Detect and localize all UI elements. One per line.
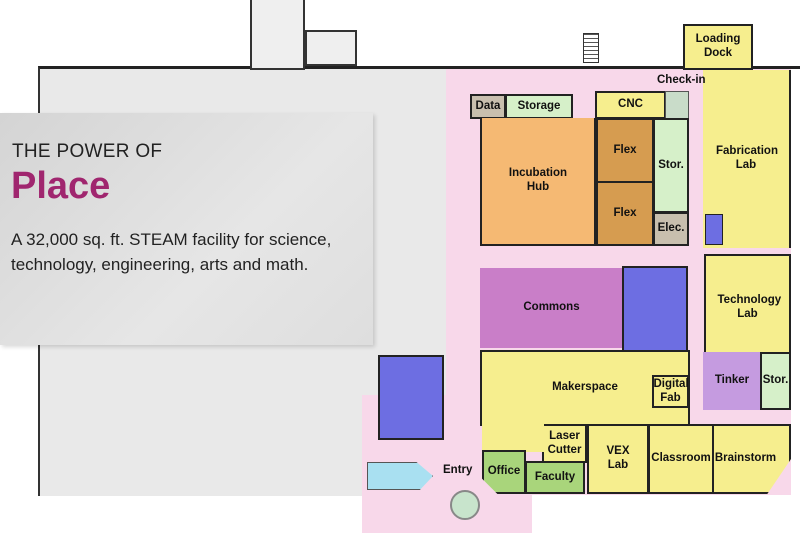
entry-rotunda xyxy=(450,490,480,520)
panel-kicker: THE POWER OF xyxy=(12,141,163,162)
room-label: CNC xyxy=(618,98,643,111)
room-label: Flex xyxy=(613,206,637,219)
room-label: Makerspace xyxy=(552,381,618,394)
room-vex-lab[interactable]: VEX Lab xyxy=(587,424,649,494)
room-stor-1[interactable]: Stor. xyxy=(653,118,689,213)
room-laser-cutter[interactable]: Laser Cutter xyxy=(542,424,587,463)
check-in-label: Check-in xyxy=(657,74,706,86)
room-label: Incubation Hub xyxy=(508,167,568,193)
room-label: Commons xyxy=(523,301,580,314)
intro-panel: THE POWER OF Place A 32,000 sq. ft. STEA… xyxy=(0,113,373,345)
makerspace-annex xyxy=(482,424,544,452)
room-cnc[interactable]: CNC xyxy=(595,91,666,119)
room-classroom[interactable]: Classroom xyxy=(648,424,714,494)
room-fabrication-lab[interactable]: Fabrication Lab xyxy=(703,70,791,248)
stair xyxy=(583,33,599,63)
room-label: Digital Fab xyxy=(653,377,689,404)
panel-description: A 32,000 sq. ft. STEAM facility for scie… xyxy=(11,230,332,274)
restroom-central xyxy=(622,266,688,352)
room-label: Fabrication Lab xyxy=(716,145,778,171)
room-faculty[interactable]: Faculty xyxy=(525,461,585,494)
room-incubation-hub[interactable]: Incubation Hub xyxy=(480,118,596,246)
room-commons[interactable]: Commons xyxy=(480,268,623,348)
room-label: Laser Cutter xyxy=(547,429,582,456)
panel-headline: Place xyxy=(11,165,111,207)
room-makerspace[interactable]: Makerspace xyxy=(480,350,690,426)
room-label: Flex xyxy=(613,143,637,156)
room-flex-1[interactable]: Flex xyxy=(596,118,654,183)
room-stor-2[interactable]: Stor. xyxy=(760,352,791,410)
room-label: Loading Dock xyxy=(695,33,741,59)
room-technology-lab[interactable]: Technology Lab xyxy=(704,254,791,362)
outer-wall-top xyxy=(445,66,800,69)
room-label: Elec. xyxy=(657,222,685,235)
room-label: Stor. xyxy=(762,374,789,387)
room-label: Tinker xyxy=(714,374,750,387)
room-label: Brainstorm xyxy=(714,452,777,465)
room-label: Technology Lab xyxy=(717,294,782,320)
room-flex-2[interactable]: Flex xyxy=(596,181,654,246)
building-wing-top xyxy=(250,0,305,70)
room-label: Office xyxy=(487,465,521,478)
room-label: VEX Lab xyxy=(606,445,630,471)
utility-room xyxy=(665,91,689,119)
room-label: Faculty xyxy=(534,470,576,483)
room-label: Data xyxy=(475,99,501,112)
room-label: Stor. xyxy=(658,158,684,171)
room-label: Storage xyxy=(517,99,561,112)
room-elec[interactable]: Elec. xyxy=(653,212,689,246)
building-block-top xyxy=(305,30,357,66)
room-loading-dock[interactable]: Loading Dock xyxy=(683,24,753,70)
room-label: Classroom xyxy=(651,452,711,465)
restroom-west xyxy=(378,355,444,440)
room-storage[interactable]: Storage xyxy=(505,94,573,119)
room-digital-fab[interactable]: Digital Fab xyxy=(652,375,689,408)
restroom-small xyxy=(705,214,723,245)
room-data[interactable]: Data xyxy=(470,94,506,119)
entry-label: Entry xyxy=(443,464,473,476)
room-tinker[interactable]: Tinker xyxy=(703,352,761,410)
